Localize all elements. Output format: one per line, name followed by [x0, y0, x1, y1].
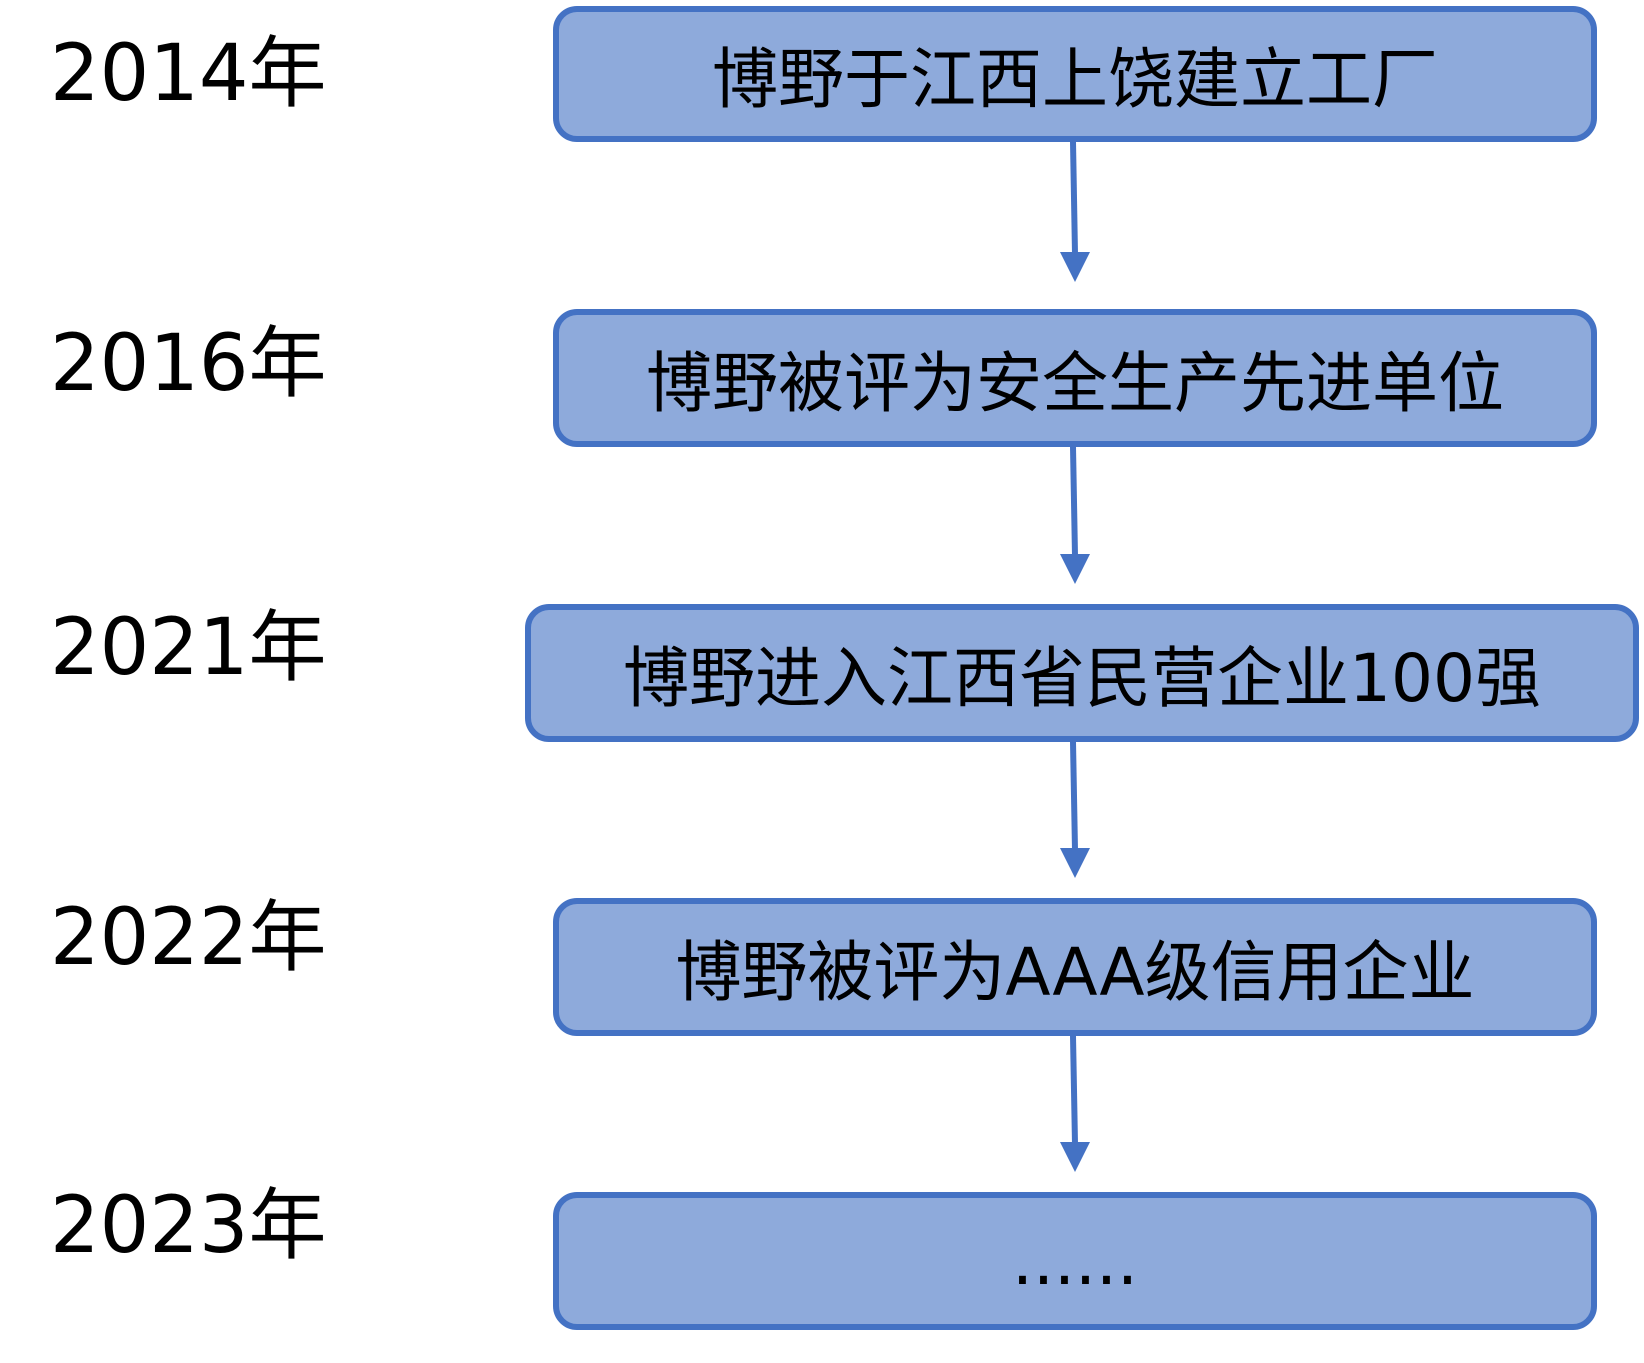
event-box: 博野进入江西省民营企业100强 [525, 604, 1639, 742]
year-label: 2022年 [50, 893, 327, 983]
arrow-connector [1060, 446, 1090, 584]
event-text: 博野被评为安全生产先进单位 [646, 345, 1504, 422]
event-box: 博野被评为AAA级信用企业 [553, 898, 1597, 1036]
arrow-connector [1060, 741, 1090, 878]
event-text: ...... [1012, 1222, 1138, 1300]
year-label: 2016年 [50, 319, 327, 409]
year-label: 2014年 [50, 29, 327, 119]
year-label: 2023年 [50, 1181, 327, 1271]
event-text: 博野进入江西省民营企业100强 [623, 640, 1541, 717]
event-text: 博野被评为AAA级信用企业 [675, 934, 1475, 1011]
year-label: 2021年 [50, 603, 327, 693]
arrow-connector [1060, 141, 1090, 282]
event-box: 博野于江西上饶建立工厂 [553, 6, 1597, 142]
event-box: ...... [553, 1192, 1597, 1330]
event-text: 博野于江西上饶建立工厂 [712, 41, 1438, 118]
arrow-connector [1060, 1035, 1090, 1172]
event-box: 博野被评为安全生产先进单位 [553, 309, 1597, 447]
